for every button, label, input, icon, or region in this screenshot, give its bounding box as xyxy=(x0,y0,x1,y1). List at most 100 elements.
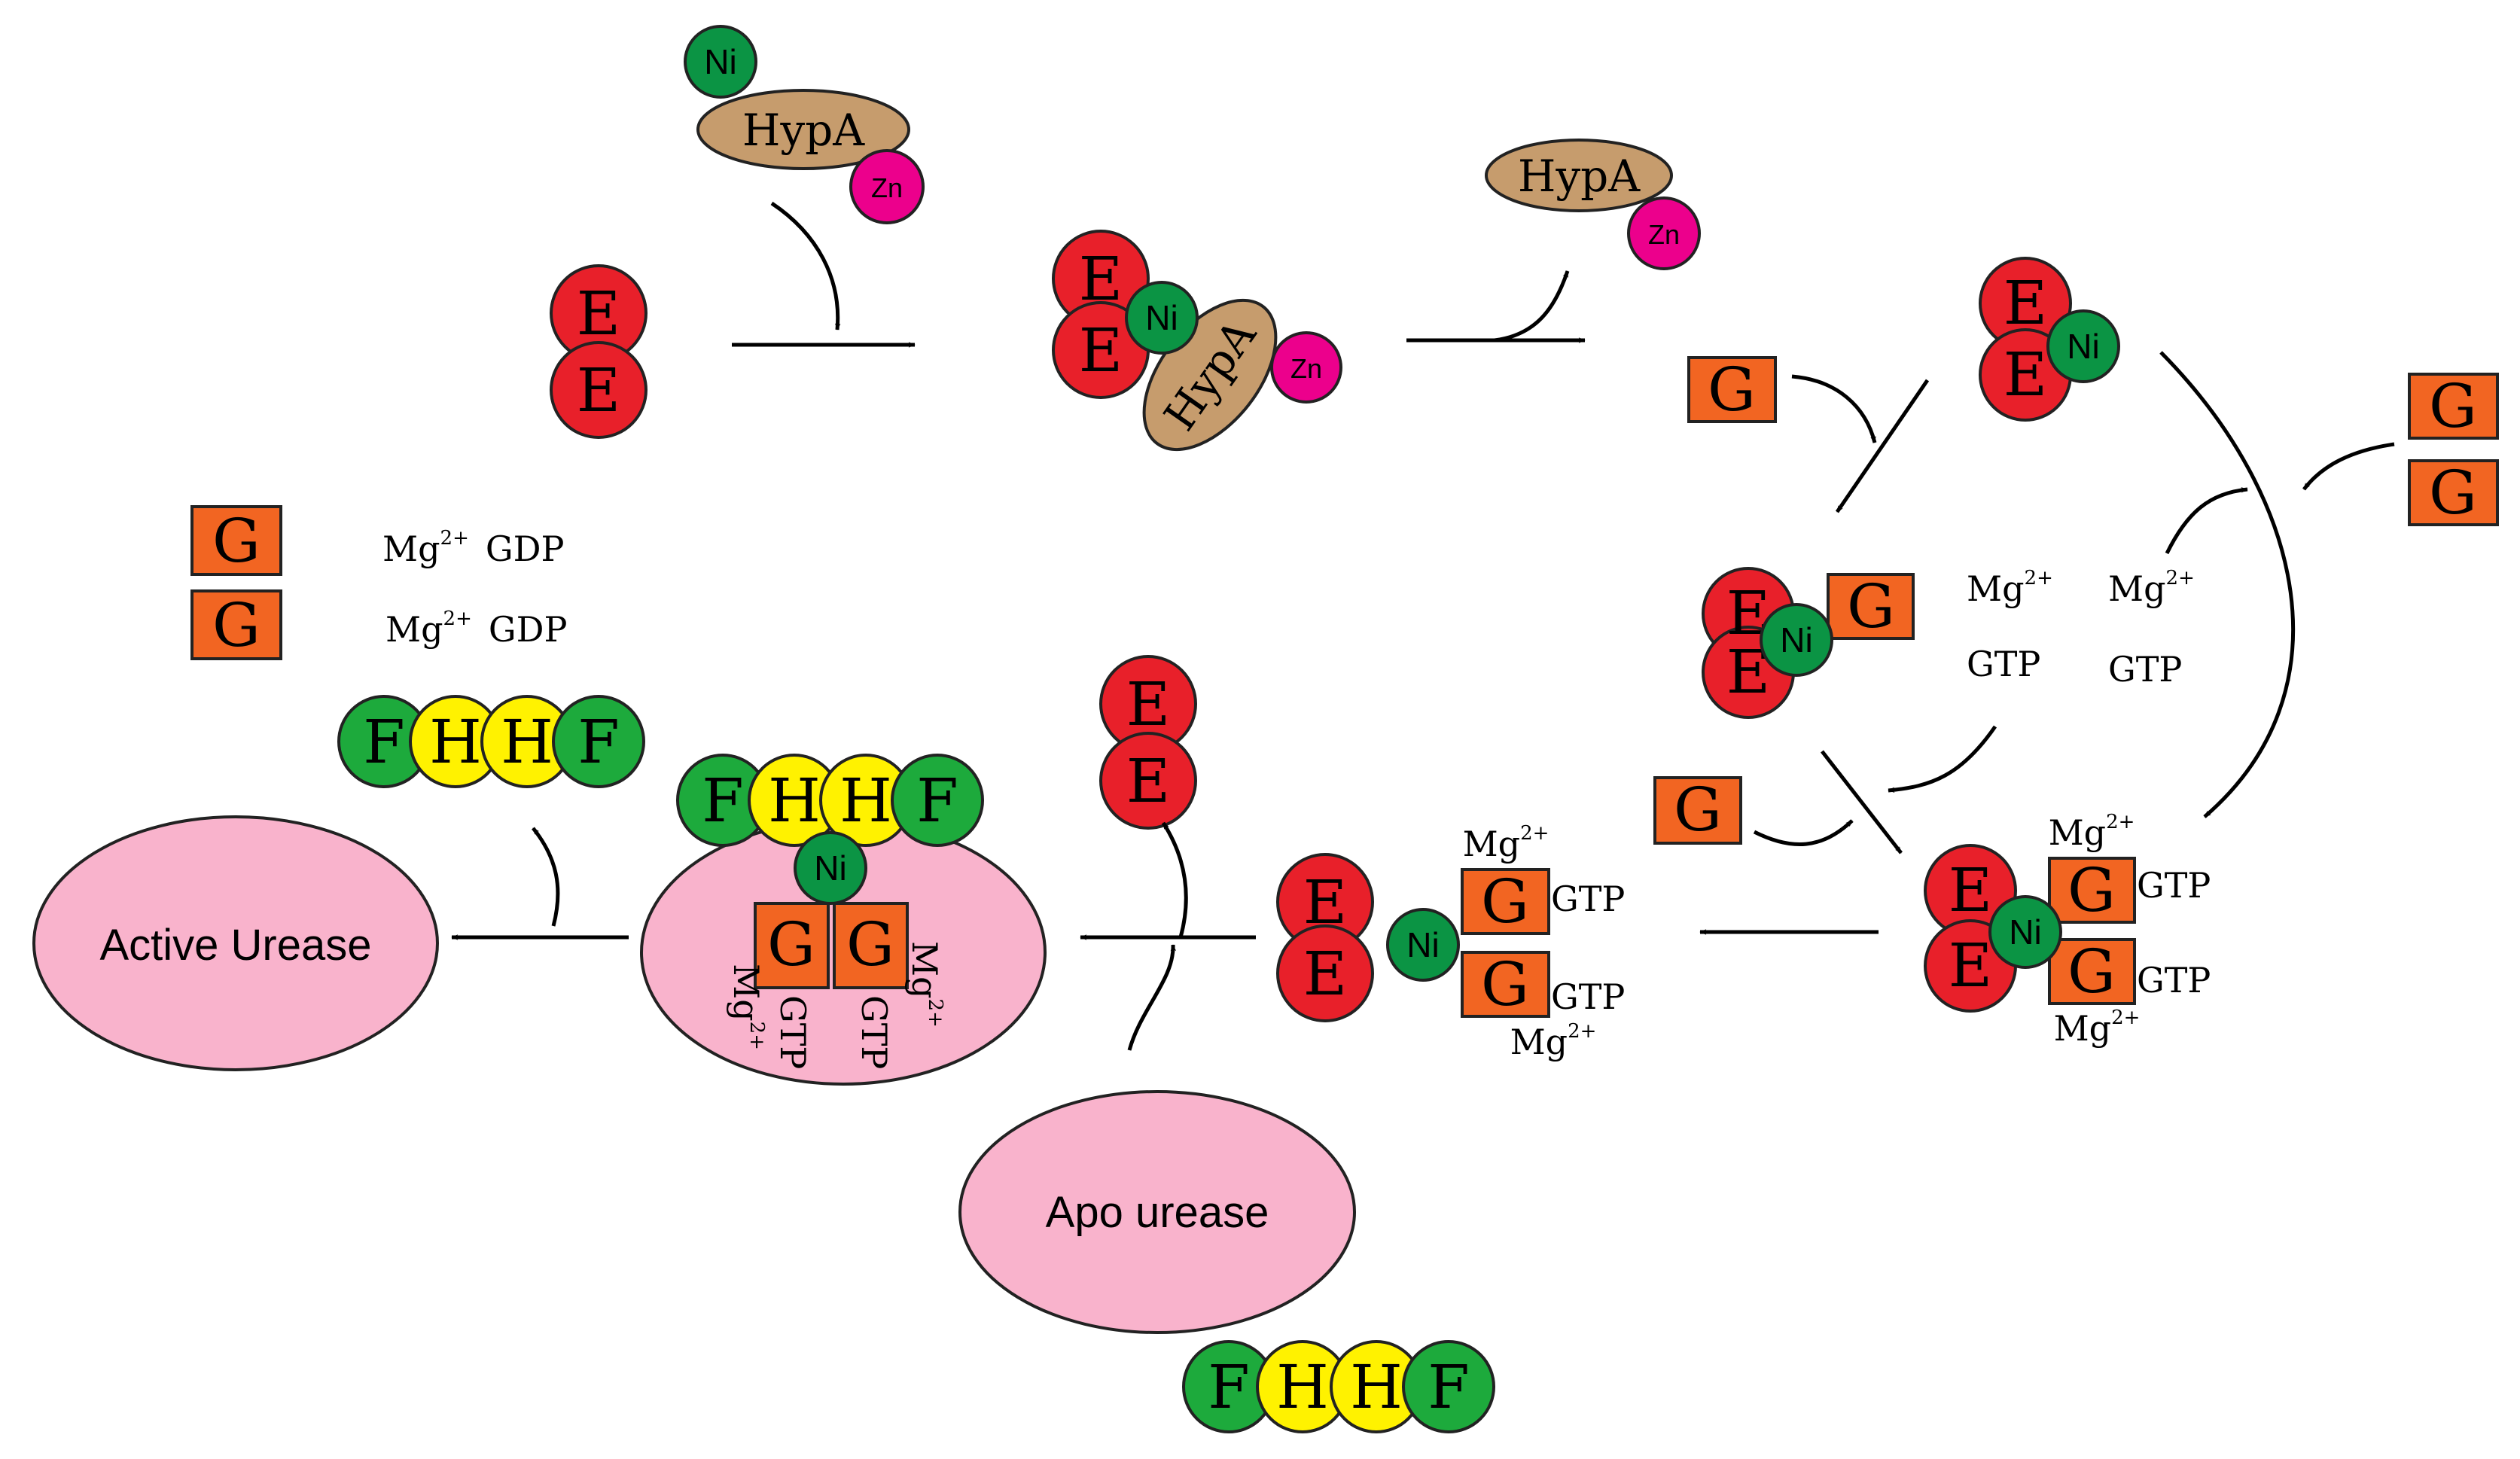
ureg-label: G xyxy=(767,909,815,979)
uree-label: E xyxy=(577,355,620,425)
svg-text:Mg2+: Mg2+ xyxy=(2108,567,2195,609)
gtp-label: GTP xyxy=(772,995,813,1069)
nickel-label: Ni xyxy=(704,42,736,81)
mg-symbol: Mg xyxy=(385,609,443,650)
ureh-label: H xyxy=(429,707,482,777)
mg-symbol: Mg xyxy=(2049,812,2107,853)
nickel-ion xyxy=(1760,603,1833,677)
free-ureg-second: G xyxy=(1653,775,1742,845)
mg-symbol: Mg xyxy=(726,964,766,1022)
uree-label: E xyxy=(1079,244,1123,314)
uref-label: F xyxy=(702,766,744,836)
ureg-box xyxy=(2048,857,2136,924)
nickel-label: Ni xyxy=(2067,327,2099,366)
activation-arrow xyxy=(451,827,629,940)
ureg-label: G xyxy=(1481,867,1529,937)
hypa-release-arrow xyxy=(1406,270,1586,343)
gtp-label: GTP xyxy=(1551,976,1625,1017)
ureh-label: H xyxy=(501,707,553,777)
uree-label: E xyxy=(2004,340,2047,410)
svg-text:Mg2+GDP: Mg2+GDP xyxy=(382,527,564,569)
apo-urease-loading-arrow xyxy=(1080,821,1256,1051)
second-ureg-binding-arrow xyxy=(1753,725,1997,854)
ureg-box xyxy=(1653,776,1742,845)
mg-charge: 2+ xyxy=(924,999,946,1028)
uree-label: E xyxy=(1079,315,1123,385)
uref-subunit xyxy=(891,754,984,847)
ureg-label: G xyxy=(1847,571,1895,641)
gdp-label: GDP xyxy=(486,528,565,569)
ni-ureg-dimer: Ni G G Mg2+ GTP GTP Mg2+ xyxy=(1386,822,1625,1062)
nickel-label: Ni xyxy=(814,848,846,888)
ureg-label: G xyxy=(1481,949,1529,1019)
uree-ni-ureg-dimer-complex: E E G G Ni Mg2+ GTP GTP Mg2+ xyxy=(1924,811,2211,1049)
ureh-label: H xyxy=(1276,1352,1329,1422)
uref-subunit xyxy=(552,695,645,788)
ureg-box xyxy=(1687,356,1777,423)
nickel-label: Ni xyxy=(1406,925,1439,964)
mg-charge: 2+ xyxy=(2166,567,2195,589)
uree-subunit xyxy=(550,341,648,439)
nickel-ion xyxy=(1988,895,2062,969)
mg-charge: 2+ xyxy=(1520,822,1549,845)
gtp-label: GTP xyxy=(1551,879,1625,919)
hypa-binding-arrow xyxy=(732,201,916,348)
nickel-ion xyxy=(1386,908,1460,982)
uref-label: F xyxy=(916,766,958,836)
svg-text:Mg2+GDP: Mg2+GDP xyxy=(385,608,567,650)
free-mg-gtp-left: Mg2+ GTP xyxy=(1967,567,2053,684)
ureh-label: H xyxy=(1350,1352,1403,1422)
hypa-label: HypA xyxy=(1518,151,1641,202)
mg-symbol: Mg xyxy=(1967,568,2025,609)
uref-label: F xyxy=(1428,1352,1470,1422)
uree-ni-complex: E E Ni xyxy=(1979,257,2120,422)
gtp-label: GTP xyxy=(2137,960,2211,1001)
gtp-label: GTP xyxy=(1967,644,2040,684)
hypa-label: HypA xyxy=(742,105,865,156)
ureh-uref-complex-released: F H H F xyxy=(337,695,645,788)
ureg-box xyxy=(1461,951,1550,1018)
ureg-box xyxy=(190,505,282,576)
ureg-label: G xyxy=(2429,371,2477,441)
uree-label: E xyxy=(1949,855,1992,925)
ureg-label: G xyxy=(212,590,261,660)
ureg-box xyxy=(2048,938,2136,1005)
mg-charge: 2+ xyxy=(443,608,472,630)
zinc-ion xyxy=(1270,331,1342,404)
ureg-box xyxy=(2408,373,2499,440)
gtp-label: GTP xyxy=(854,995,894,1069)
mg-charge: 2+ xyxy=(2025,567,2053,589)
nickel-label: Ni xyxy=(1780,620,1812,659)
zinc-ion xyxy=(849,149,925,224)
released-hypa-zn: HypA Zn xyxy=(1485,139,1701,270)
uree-label: E xyxy=(577,279,620,349)
uree-label: E xyxy=(1949,931,1992,1001)
mg-symbol: Mg xyxy=(1510,1022,1568,1062)
gtp-label: GTP xyxy=(2108,649,2182,690)
uref-label: F xyxy=(577,707,620,777)
zinc-label: Zn xyxy=(1648,219,1680,250)
ureg-box xyxy=(2408,459,2499,526)
active-urease-ellipse xyxy=(32,815,439,1071)
svg-text:Mg2+: Mg2+ xyxy=(1967,567,2053,609)
svg-text:Mg2+: Mg2+ xyxy=(2049,811,2135,853)
ureg-box xyxy=(190,589,282,660)
uree-label: E xyxy=(1126,669,1170,739)
uref-label: F xyxy=(363,707,405,777)
mg-charge: 2+ xyxy=(440,527,469,550)
svg-text:Mg2+: Mg2+ xyxy=(1510,1020,1597,1062)
uree-label: E xyxy=(1303,939,1347,1009)
ureg-dimer-binding-arrow xyxy=(2159,351,2395,818)
ureg-label: G xyxy=(846,909,894,979)
hypa-ni-zn-complex: HypA Ni Zn xyxy=(684,25,925,224)
zinc-label: Zn xyxy=(871,172,903,203)
uree-label: E xyxy=(1303,867,1347,937)
ureg-label: G xyxy=(1674,775,1722,845)
apo-urease-label: Apo urease xyxy=(1046,1188,1269,1237)
svg-text:Mg2+: Mg2+ xyxy=(1463,822,1549,864)
ureg-label: G xyxy=(1708,355,1756,425)
apo-urease: Apo urease xyxy=(958,1090,1356,1334)
uree-ni-ureg-complex: G E E Ni xyxy=(1702,567,1915,719)
svg-text:Mg2+: Mg2+ xyxy=(726,964,768,1050)
svg-text:Mg2+: Mg2+ xyxy=(2054,1007,2141,1049)
